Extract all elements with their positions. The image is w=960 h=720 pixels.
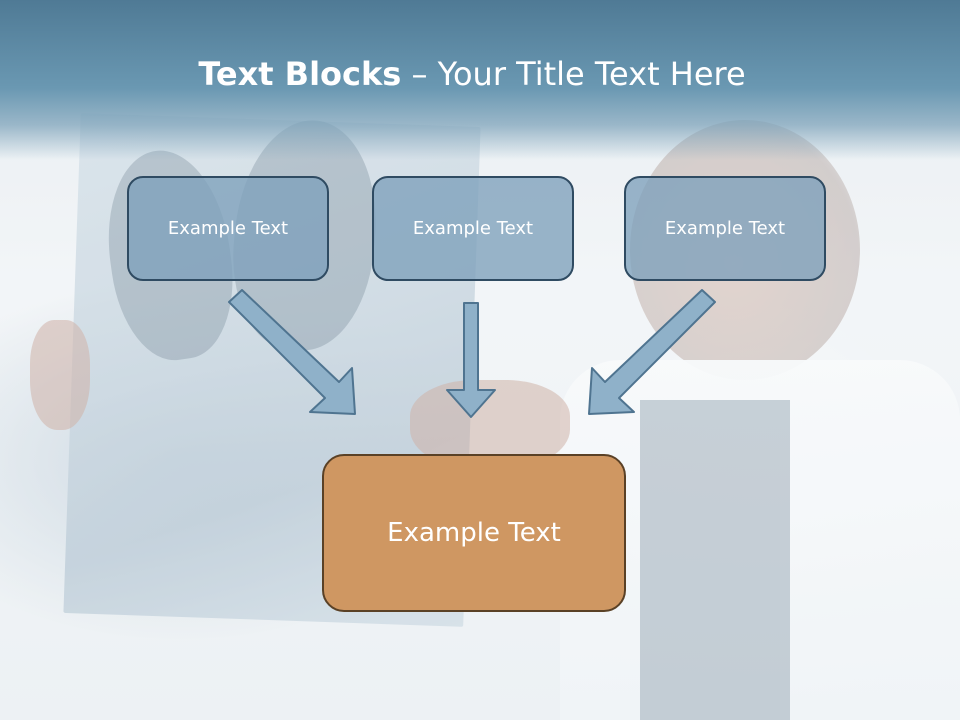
title-dash: – (401, 55, 438, 93)
text-block-3-label: Example Text (664, 218, 786, 239)
arrow-center-down (446, 302, 496, 418)
text-block-3[interactable]: Example Text (624, 176, 826, 281)
title-band (0, 0, 960, 160)
doctor-scrubs (640, 400, 790, 720)
text-block-1[interactable]: Example Text (127, 176, 329, 281)
arrow-left-diagonal (228, 289, 356, 415)
title-bold: Text Blocks (198, 55, 402, 93)
slide-title: Text Blocks – Your Title Text Here (0, 52, 944, 96)
text-block-1-label: Example Text (167, 218, 289, 239)
doctor-hand-left (30, 320, 90, 430)
doctor-coat (560, 360, 960, 720)
text-block-main-label: Example Text (387, 518, 561, 548)
text-block-main[interactable]: Example Text (322, 454, 626, 612)
text-block-2[interactable]: Example Text (372, 176, 574, 281)
arrow-right-diagonal (588, 289, 716, 415)
text-block-2-label: Example Text (412, 218, 534, 239)
title-rest: Your Title Text Here (437, 55, 746, 93)
